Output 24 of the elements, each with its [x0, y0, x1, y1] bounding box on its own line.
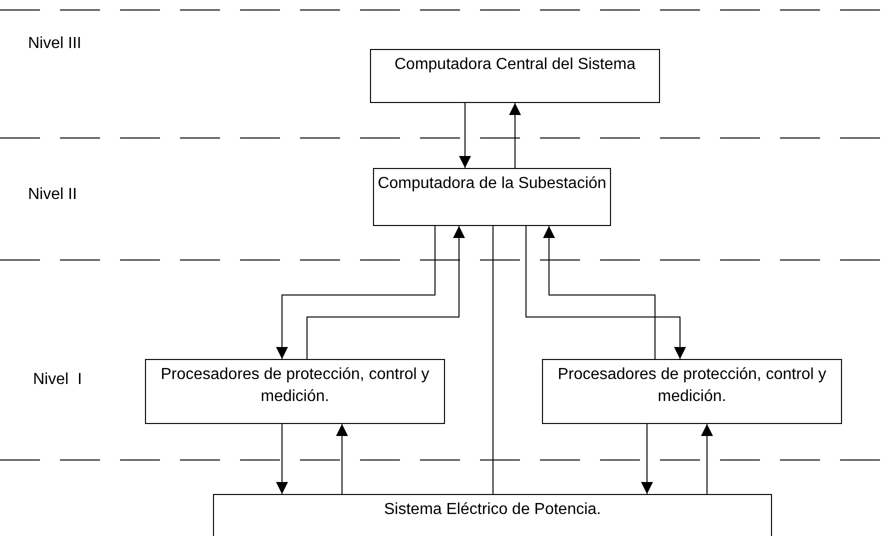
arrow — [336, 424, 348, 494]
arrow — [641, 424, 653, 494]
connector-line — [492, 226, 494, 494]
arrow — [306, 226, 465, 360]
box-text: Computadora de la Subestación — [378, 174, 606, 194]
box-text: Procesadores de protección, control y medición. — [160, 365, 430, 407]
arrow — [543, 226, 656, 360]
process-box — [542, 359, 842, 424]
arrow — [276, 226, 436, 360]
arrow — [459, 102, 471, 168]
process-box — [370, 49, 660, 103]
arrow — [509, 102, 521, 168]
box-text: Computadora Central del Sistema — [394, 55, 636, 75]
box-text: Procesadores de protección, control y medición. — [556, 365, 828, 407]
process-box — [213, 494, 772, 536]
process-box — [145, 359, 445, 424]
level-label: Nivel II — [28, 186, 77, 204]
arrow — [701, 424, 713, 494]
level-label: Nivel I — [33, 371, 82, 389]
box-text: Sistema Eléctrico de Potencia. — [384, 500, 601, 520]
process-box — [373, 168, 611, 226]
arrow — [526, 226, 686, 360]
arrow — [276, 424, 288, 494]
level-label: Nivel III — [28, 35, 82, 53]
